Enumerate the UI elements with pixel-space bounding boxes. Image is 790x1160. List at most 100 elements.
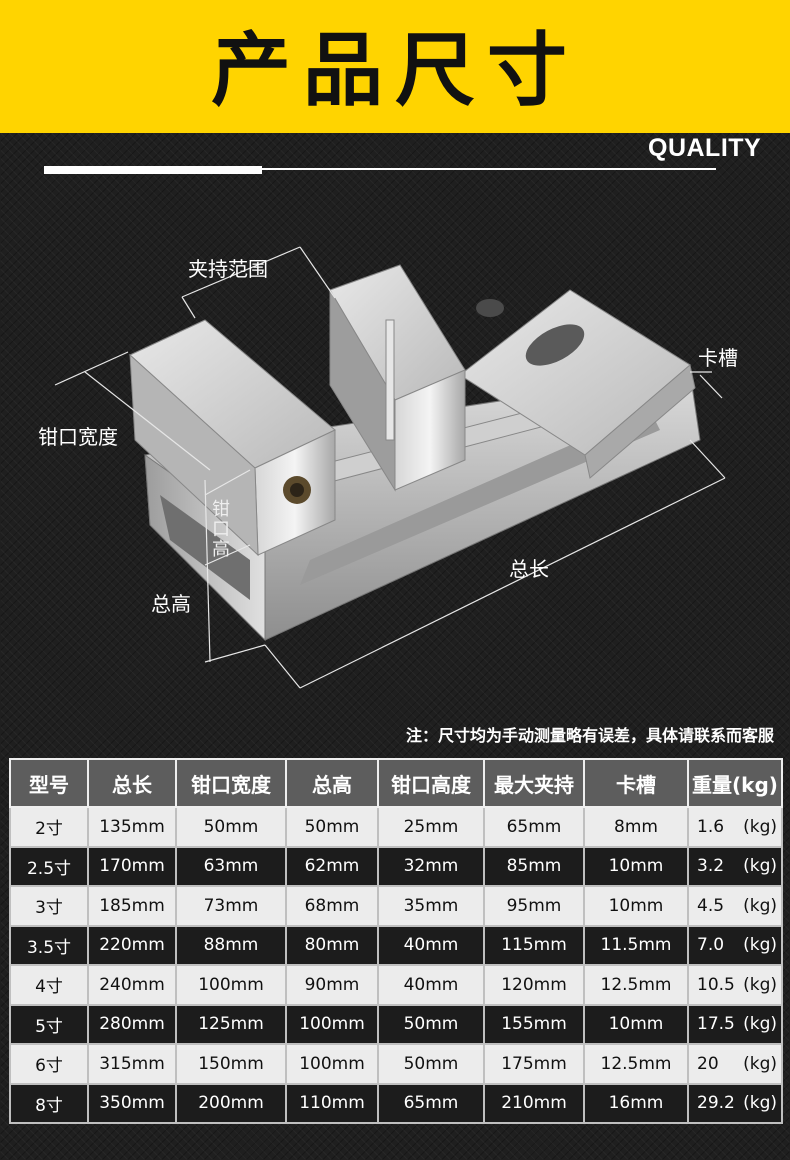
cell-height: 50mm bbox=[285, 806, 379, 848]
table-row: 3寸 185mm 73mm 68mm 35mm 95mm 10mm 4.5(kg… bbox=[9, 885, 783, 927]
table-row: 3.5寸 220mm 88mm 80mm 40mm 115mm 11.5mm 7… bbox=[9, 924, 783, 966]
cell-jaw-height: 32mm bbox=[377, 845, 485, 887]
divider-thick bbox=[44, 166, 262, 174]
cell-model: 4寸 bbox=[9, 964, 89, 1006]
cell-slot: 12.5mm bbox=[583, 1043, 689, 1085]
weight-unit: (kg) bbox=[743, 974, 777, 995]
label-jaw-height: 钳口高 bbox=[212, 499, 230, 560]
cell-max-clamp: 65mm bbox=[483, 806, 585, 848]
cell-jaw-width: 100mm bbox=[175, 964, 287, 1006]
cell-model: 3寸 bbox=[9, 885, 89, 927]
label-total-length: 总长 bbox=[509, 557, 549, 581]
header-jaw-width: 钳口宽度 bbox=[175, 758, 287, 808]
cell-model: 3.5寸 bbox=[9, 924, 89, 966]
cell-jaw-height: 25mm bbox=[377, 806, 485, 848]
cell-max-clamp: 115mm bbox=[483, 924, 585, 966]
cell-slot: 16mm bbox=[583, 1082, 689, 1124]
weight-unit: (kg) bbox=[743, 856, 777, 877]
cell-jaw-height: 50mm bbox=[377, 1043, 485, 1085]
table-header-row: 型号 总长 钳口宽度 总高 钳口高度 最大夹持 卡槽 重量(kg) bbox=[9, 758, 783, 808]
cell-height: 68mm bbox=[285, 885, 379, 927]
cell-weight: 17.5 (kg) bbox=[687, 1003, 783, 1045]
dim-total-length bbox=[299, 477, 726, 689]
cell-weight: 1.6(kg) bbox=[687, 806, 783, 848]
table-row: 8寸 350mm 200mm 110mm 65mm 210mm 16mm 29.… bbox=[9, 1082, 783, 1124]
cell-length: 350mm bbox=[87, 1082, 177, 1124]
page-title: 产品尺寸 bbox=[211, 23, 579, 117]
cell-length: 135mm bbox=[87, 806, 177, 848]
dim-jaw-width bbox=[54, 351, 129, 386]
weight-value: 4.5 bbox=[697, 895, 725, 916]
cell-jaw-height: 50mm bbox=[377, 1003, 485, 1045]
label-jaw-width: 钳口宽度 bbox=[38, 425, 118, 449]
cell-jaw-width: 200mm bbox=[175, 1082, 287, 1124]
cell-jaw-width: 88mm bbox=[175, 924, 287, 966]
weight-unit: (kg) bbox=[743, 935, 777, 956]
weight-value: 17.5 bbox=[697, 1014, 735, 1035]
label-clamp-range: 夹持范围 bbox=[188, 257, 268, 281]
cell-jaw-height: 40mm bbox=[377, 924, 485, 966]
weight-unit: (kg) bbox=[743, 816, 777, 837]
quality-label: QUALITY bbox=[648, 134, 762, 162]
cell-height: 80mm bbox=[285, 924, 379, 966]
cell-weight: 10.5 (kg) bbox=[687, 964, 783, 1006]
cell-jaw-width: 73mm bbox=[175, 885, 287, 927]
header-height: 总高 bbox=[285, 758, 379, 808]
cell-weight: 7.0 (kg) bbox=[687, 924, 783, 966]
dim-total-height bbox=[204, 479, 211, 663]
weight-unit: (kg) bbox=[743, 895, 777, 916]
header-weight: 重量(kg) bbox=[687, 758, 783, 808]
cell-weight: 20(kg) bbox=[687, 1043, 783, 1085]
cell-height: 62mm bbox=[285, 845, 379, 887]
weight-value: 10.5 bbox=[697, 974, 735, 995]
jaw-slot-hole bbox=[525, 324, 585, 366]
cell-length: 280mm bbox=[87, 1003, 177, 1045]
cell-jaw-width: 63mm bbox=[175, 845, 287, 887]
cell-model: 2寸 bbox=[9, 806, 89, 848]
measurement-note: 注：尺寸均为手动测量略有误差，具体请联系而客服 bbox=[405, 726, 774, 745]
vise-diagram bbox=[54, 246, 726, 689]
cell-weight: 3.2(kg) bbox=[687, 845, 783, 887]
cell-weight: 29.2 (kg) bbox=[687, 1082, 783, 1124]
label-total-height: 总高 bbox=[151, 592, 191, 616]
cell-model: 5寸 bbox=[9, 1003, 89, 1045]
table-row: 2寸 135mm 50mm 50mm 25mm 65mm 8mm 1.6(kg) bbox=[9, 806, 783, 848]
header-jaw-height: 钳口高度 bbox=[377, 758, 485, 808]
table-row: 5寸 280mm 125mm 100mm 50mm 155mm 10mm 17.… bbox=[9, 1003, 783, 1045]
cell-max-clamp: 155mm bbox=[483, 1003, 585, 1045]
divider-thin bbox=[262, 168, 716, 170]
cell-height: 100mm bbox=[285, 1043, 379, 1085]
cell-model: 8寸 bbox=[9, 1082, 89, 1124]
cell-slot: 12.5mm bbox=[583, 964, 689, 1006]
header-max-clamp: 最大夹持 bbox=[483, 758, 585, 808]
weight-unit: (kg) bbox=[743, 1093, 777, 1114]
cell-max-clamp: 120mm bbox=[483, 964, 585, 1006]
cell-length: 220mm bbox=[87, 924, 177, 966]
weight-value: 29.2 bbox=[697, 1093, 735, 1114]
cell-jaw-width: 50mm bbox=[175, 806, 287, 848]
title-banner: 产品尺寸 bbox=[0, 0, 790, 133]
cell-jaw-width: 150mm bbox=[175, 1043, 287, 1085]
cell-slot: 11.5mm bbox=[583, 924, 689, 966]
cell-height: 100mm bbox=[285, 1003, 379, 1045]
cell-slot: 10mm bbox=[583, 1003, 689, 1045]
cell-height: 90mm bbox=[285, 964, 379, 1006]
weight-value: 20 bbox=[697, 1053, 719, 1074]
cell-jaw-height: 65mm bbox=[377, 1082, 485, 1124]
cell-weight: 4.5 (kg) bbox=[687, 885, 783, 927]
weight-value: 7.0 bbox=[697, 935, 725, 956]
cell-max-clamp: 210mm bbox=[483, 1082, 585, 1124]
label-slot: 卡槽 bbox=[698, 346, 738, 370]
header-slot: 卡槽 bbox=[583, 758, 689, 808]
dim-clamp-range bbox=[181, 246, 301, 298]
cell-model: 2.5寸 bbox=[9, 845, 89, 887]
spec-table: 型号 总长 钳口宽度 总高 钳口高度 最大夹持 卡槽 重量(kg) 2寸 135… bbox=[9, 758, 783, 1124]
header-model: 型号 bbox=[9, 758, 89, 808]
table-row: 4寸 240mm 100mm 90mm 40mm 120mm 12.5mm 10… bbox=[9, 964, 783, 1006]
cell-height: 110mm bbox=[285, 1082, 379, 1124]
table-row: 6寸 315mm 150mm 100mm 50mm 175mm 12.5mm 2… bbox=[9, 1043, 783, 1085]
weight-unit: (kg) bbox=[743, 1014, 777, 1035]
cell-length: 240mm bbox=[87, 964, 177, 1006]
dim-slot bbox=[699, 374, 723, 399]
cell-max-clamp: 175mm bbox=[483, 1043, 585, 1085]
